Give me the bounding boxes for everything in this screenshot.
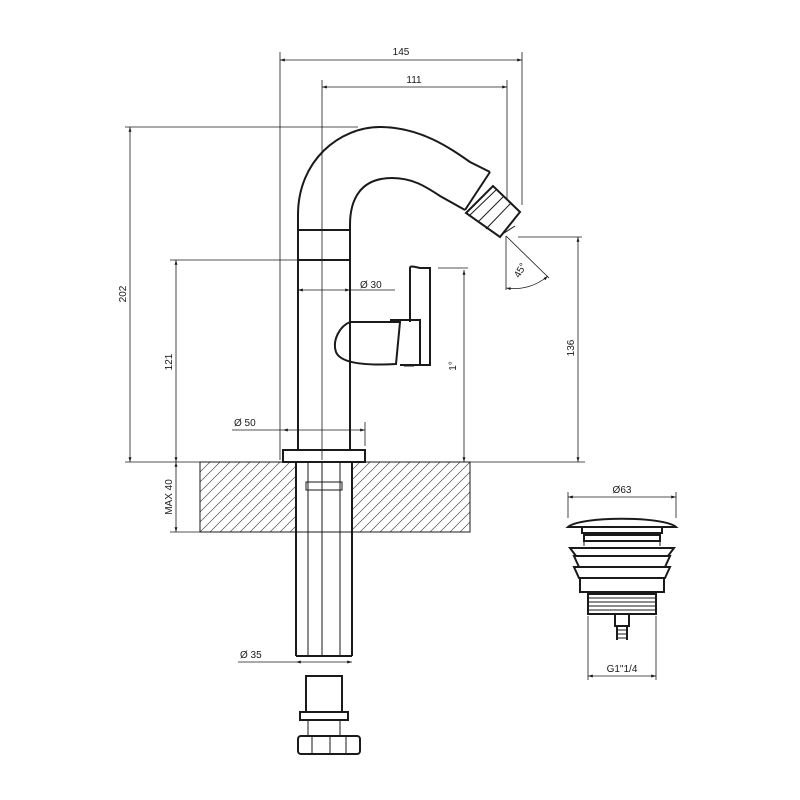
deck-hatch-line (289, 462, 361, 532)
deck-hatch-line (299, 462, 371, 532)
deck-hatch-line (200, 462, 221, 532)
deck-hatch-line (399, 462, 470, 532)
deck-hatch-line (429, 462, 470, 532)
total-height-label: 202 (118, 285, 129, 302)
deck-section: MAX 40 (164, 461, 570, 533)
dimension-lever-angle: 1° (438, 267, 468, 462)
dimension-spout-reach: 111 (321, 75, 508, 460)
shank-diameter-label: Ø 35 (240, 650, 262, 661)
body-height-label: 121 (164, 353, 175, 370)
deck-hatch-line (209, 462, 281, 532)
dimension-outlet-height: 136 (518, 236, 582, 462)
deck-hatch-line (200, 462, 271, 532)
mixer-body (282, 125, 522, 755)
deck-hatch-line (469, 462, 470, 532)
deck-hatch-line (389, 462, 461, 532)
deck-hatch-line (419, 462, 470, 532)
body-diameter-label: Ø 30 (360, 280, 382, 291)
waste-cap-diameter-label: Ø63 (613, 485, 632, 496)
dimension-body-diameter: Ø 30 (298, 280, 395, 292)
deck-hatch-line (500, 462, 570, 532)
deck-hatch-line (200, 462, 231, 532)
base-diameter-label: Ø 50 (234, 418, 256, 429)
dimension-body-height: 121 (164, 259, 300, 462)
deck-thickness-label: MAX 40 (164, 479, 175, 515)
deck-hatch-line (449, 462, 470, 532)
dimension-total-height: 202 (118, 126, 358, 462)
pop-up-waste: Ø63 G1"1/4 (565, 485, 679, 680)
deck-hatch-line (219, 462, 291, 532)
deck-hatch-line (480, 462, 550, 532)
outlet-height-label: 136 (566, 339, 577, 356)
waste-thread-label: G1"1/4 (607, 664, 638, 675)
dimension-shank-diameter: Ø 35 (238, 650, 352, 664)
deck-hatch-line (379, 462, 451, 532)
deck-hatch-line (269, 462, 341, 532)
dimension-base-diameter: Ø 50 (232, 418, 366, 446)
deck-hatch-line (249, 462, 321, 532)
deck-hatch-line (349, 462, 421, 532)
total-reach-label: 145 (393, 47, 410, 58)
deck-hatch-line (229, 462, 301, 532)
lever-angle-label: 1° (448, 361, 459, 371)
deck-hatch-line (200, 462, 261, 532)
deck-hatch-line (319, 462, 391, 532)
deck-hatch-line (490, 462, 560, 532)
dimension-spout-angle: 45° (505, 235, 550, 291)
deck-hatch-line (309, 462, 381, 532)
deck-hatch-line (200, 462, 241, 532)
deck-hatch-line (369, 462, 441, 532)
deck-hatch-line (239, 462, 311, 532)
deck-hatch-line (409, 462, 470, 532)
spout-reach-label: 111 (406, 75, 422, 86)
dimension-total-reach: 145 (279, 47, 523, 460)
spout-angle-label: 45° (512, 261, 529, 280)
deck-hatch-line (439, 462, 470, 532)
deck-hatch-line (339, 462, 411, 532)
deck-hatch-line (200, 462, 251, 532)
deck-hatch-line (359, 462, 431, 532)
